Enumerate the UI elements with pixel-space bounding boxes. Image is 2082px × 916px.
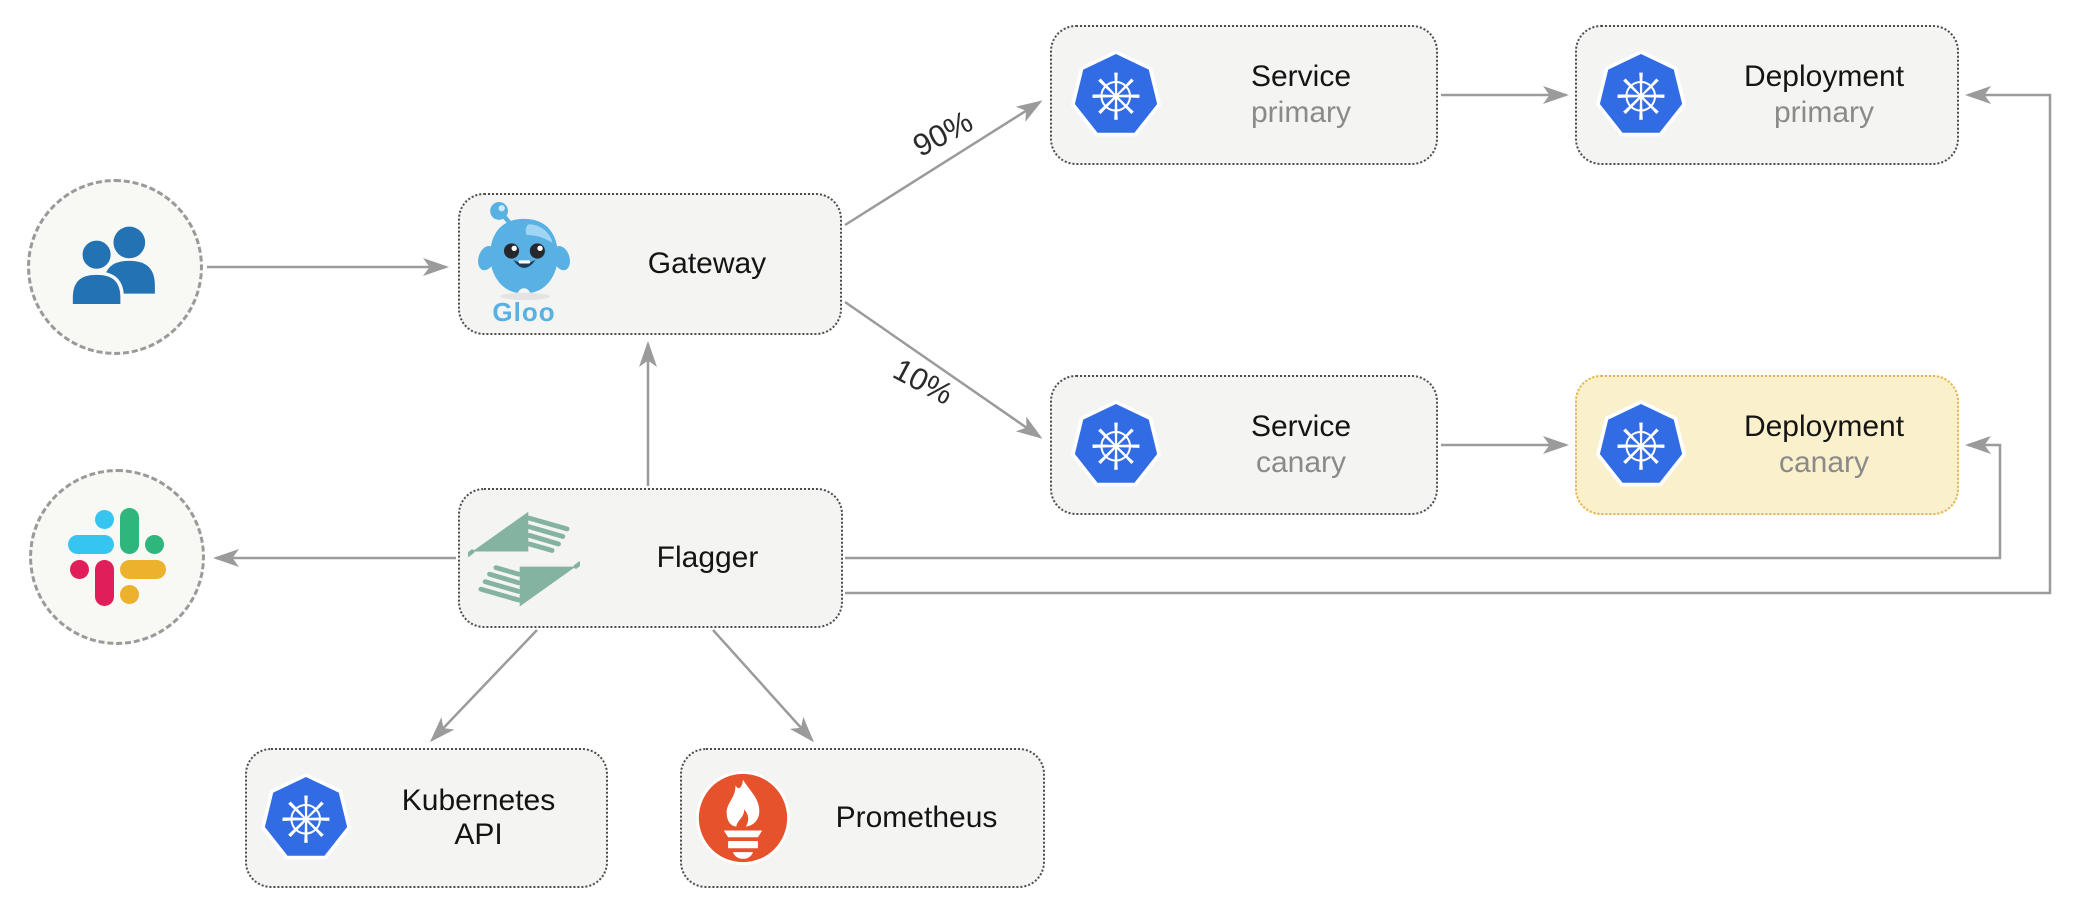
users-node [27,179,203,355]
prometheus-node: Prometheus [680,748,1045,888]
flagger-icon [468,511,580,614]
kubernetes-icon: ⎈ [1595,400,1687,487]
users-icon [69,226,155,308]
prometheus-title: Prometheus [835,800,998,834]
node-title: Deployment [1743,409,1905,443]
deployment-primary-node: ⎈ Deployment primary [1575,25,1959,165]
edge-flagger-to-deployment-canary [845,436,2002,560]
kubernetes-icon: ⎈ [1595,50,1687,137]
node-subtitle: primary [1250,96,1351,129]
helm-wheel-glyph: ⎈ [1615,57,1667,129]
helm-wheel-glyph: ⎈ [1090,407,1142,479]
edge-gateway-to-service-canary [844,300,1043,439]
edge-flagger-to-kubernetes-api [429,629,538,743]
service-primary-node: ⎈ Service primary [1050,25,1438,165]
flagger-title: Flagger [656,540,759,574]
deployment-canary-node: ⎈ Deployment canary [1575,375,1959,515]
node-subtitle: canary [1778,446,1870,479]
kubernetes-icon: ⎈ [1070,50,1162,137]
edge-flagger-to-prometheus [712,629,815,743]
edge-gateway-to-service-primary [844,100,1043,227]
service-canary-node: ⎈ Service canary [1050,375,1438,515]
gloo-mascot-icon [478,201,570,300]
node-title: Service [1250,59,1352,93]
gateway-node: Gloo Gateway [458,193,842,335]
helm-wheel-glyph: ⎈ [280,780,332,852]
node-subtitle: primary [1773,96,1874,129]
slack-icon [68,508,166,606]
gloo-wordmark: Gloo [492,296,556,327]
helm-wheel-glyph: ⎈ [1090,57,1142,129]
kubernetes-icon: ⎈ [1070,400,1162,487]
kubernetes-icon: ⎈ [260,773,352,860]
node-subtitle: canary [1255,446,1347,479]
edge-flagger-to-deployment-primary [845,86,2052,595]
kubernetes-api-title: Kubernetes API [401,783,556,852]
flagger-node: Flagger [458,488,843,628]
helm-wheel-glyph: ⎈ [1615,407,1667,479]
node-title: Service [1250,409,1352,443]
prometheus-icon [695,770,791,866]
gateway-title: Gateway [647,246,767,280]
kubernetes-api-node: ⎈ Kubernetes API [245,748,608,888]
node-title: Deployment [1743,59,1905,93]
slack-node [29,469,205,645]
